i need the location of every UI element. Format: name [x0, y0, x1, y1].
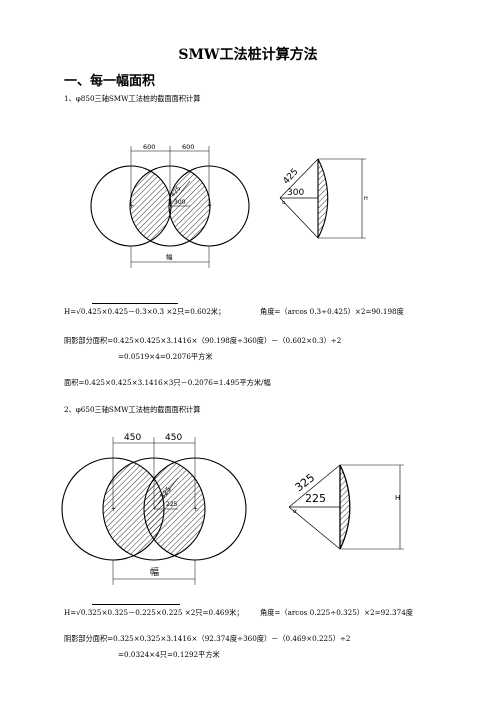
fig1b-angle: α: [282, 200, 286, 206]
item1-formula-h: H=√0.425×0.425－0.3×0.3 ×2只=0.602米；: [64, 307, 226, 316]
svg-text:+: +: [111, 506, 116, 513]
item1-shade-line1: 阴影部分面积=0.425×0.425×3.1416×（90.198度÷360度）…: [64, 336, 342, 345]
sqrt-overline-1: [92, 303, 178, 304]
item2-shade-line2: =0.0324×4只=0.1292平方米: [118, 650, 220, 659]
item2-heading: 2、φ650三轴SMW工法桩的截面面积计算: [64, 405, 201, 414]
item2-formula-angle: 角度=（arcos 0.225÷0.325）×2=92.374度: [260, 608, 413, 617]
item1-shade-line2: =0.0519×4=0.2076平方米: [118, 352, 213, 361]
fig2b-radius: 325: [293, 471, 318, 494]
fig1-width-label: 幅: [166, 252, 173, 261]
fig2-width-label: 幅: [150, 566, 159, 578]
section-heading: 一、每一幅面积: [64, 74, 156, 89]
fig1-dim-right: 600: [182, 143, 194, 151]
fig2-dim-right: 450: [165, 433, 182, 443]
page-title: SMW工法桩计算方法: [178, 47, 318, 63]
item1-formula-angle: 角度=（arcos 0.3÷0.425）×2=90.198度: [260, 307, 404, 316]
item2-shade-line1: 阴影部分面积=0.325×0.325×3.1416×（92.374度÷360度）…: [64, 634, 351, 643]
fig2-dim-center: 225: [166, 501, 178, 508]
svg-text:+: +: [193, 506, 198, 513]
item1-area-line: 面积=0.425×0.425×3.1416×3只－0.2076=1.495平方米…: [64, 378, 271, 387]
item1-heading: 1、φ850三轴SMW工法桩的截面面积计算: [64, 94, 201, 103]
fig1-dim-left: 600: [143, 143, 155, 151]
svg-text:+: +: [207, 203, 212, 210]
fig1-dim-center: 300: [174, 199, 186, 206]
fig1b-half: 300: [287, 188, 304, 198]
fig2b-height: H: [395, 494, 400, 502]
sqrt-overline-2: [92, 604, 180, 605]
item2-formula-h: H=√0.325×0.325－0.225×0.225 ×2只=0.469米；: [64, 608, 244, 617]
fig2b-half: 225: [305, 492, 326, 505]
svg-text:+: +: [129, 203, 134, 210]
fig2b-angle: α: [293, 508, 297, 515]
fig1b-height: H: [364, 196, 368, 202]
fig2-dim-left: 450: [124, 433, 141, 443]
